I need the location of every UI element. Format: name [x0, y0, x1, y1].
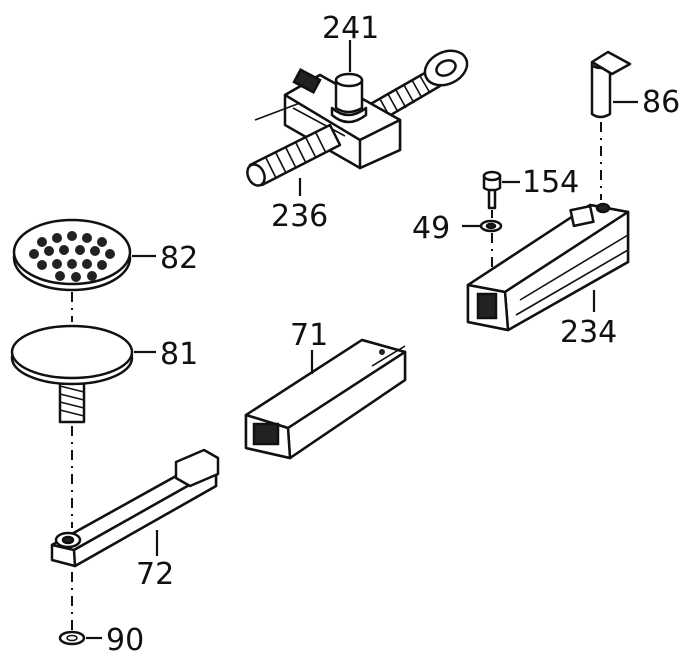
part-82-perforated-disc	[12, 218, 132, 292]
label-241: 241	[322, 11, 379, 46]
label-236: 236	[271, 199, 328, 234]
threaded-rod-left	[246, 123, 342, 187]
label-81: 81	[160, 337, 198, 372]
part-90-clip	[58, 630, 86, 646]
clamp-knob	[330, 72, 368, 124]
part-234-arm	[466, 202, 630, 332]
part-81-disc-stem	[10, 324, 134, 424]
label-72: 72	[136, 557, 174, 592]
label-82: 82	[160, 241, 198, 276]
label-71: 71	[290, 318, 328, 353]
part-236-241-clamp	[246, 49, 469, 187]
part-71-tube	[244, 338, 407, 460]
part-154-screw	[482, 170, 502, 210]
label-90: 90	[106, 623, 144, 658]
label-154: 154	[522, 165, 579, 200]
part-49-washer	[479, 219, 503, 233]
label-49: 49	[412, 211, 450, 246]
part-72-flat-arm	[50, 448, 220, 568]
label-234: 234	[560, 315, 617, 350]
label-86: 86	[642, 85, 680, 120]
part-86-pin	[590, 50, 632, 119]
eye-loop	[423, 49, 469, 87]
